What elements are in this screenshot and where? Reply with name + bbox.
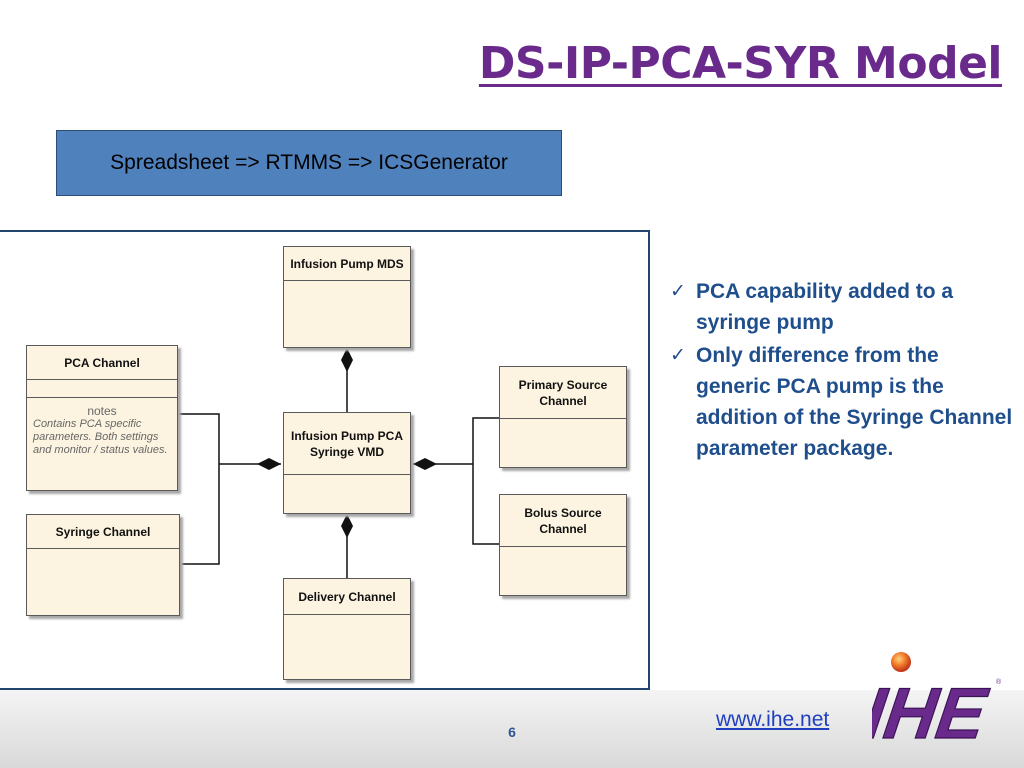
connector-left-branch xyxy=(177,413,220,565)
notes-title: notes xyxy=(87,404,117,418)
footer-band xyxy=(0,690,1024,768)
diamond-mds xyxy=(341,348,353,372)
uml-pca-channel-label: PCA Channel xyxy=(27,346,177,380)
logo-wordmark: IHE xyxy=(872,674,993,746)
uml-bolus-source-label: Bolus Source Channel xyxy=(500,495,626,547)
bullet-list: ✓ PCA capability added to a syringe pump… xyxy=(670,276,1015,466)
notes-body: Contains PCA specific parameters. Both s… xyxy=(33,418,168,456)
diamond-left xyxy=(257,458,281,470)
uml-infusion-pump-mds: Infusion Pump MDS xyxy=(283,246,411,348)
bullet-item: ✓ Only difference from the generic PCA p… xyxy=(670,340,1015,464)
diamond-delivery xyxy=(341,514,353,538)
uml-infusion-pump-pca-vmd: Infusion Pump PCA Syringe VMD xyxy=(283,412,411,514)
uml-infusion-pump-mds-label: Infusion Pump MDS xyxy=(284,247,410,281)
uml-notes: notes Contains PCA specific parameters. … xyxy=(27,400,177,457)
uml-syringe-channel-label: Syringe Channel xyxy=(27,515,179,549)
uml-primary-source-label: Primary Source Channel xyxy=(500,367,626,419)
bullet-text: Only difference from the generic PCA pum… xyxy=(696,344,1013,460)
ihe-logo: IHE ® xyxy=(872,652,1002,746)
page-number: 6 xyxy=(508,724,516,740)
uml-pca-channel: PCA Channel notes Contains PCA specific … xyxy=(26,345,178,491)
bullet-text: PCA capability added to a syringe pump xyxy=(696,280,954,334)
logo-orange-ball xyxy=(891,652,911,672)
uml-syringe-channel: Syringe Channel xyxy=(26,514,180,616)
website-link[interactable]: www.ihe.net xyxy=(716,708,830,731)
diamond-right xyxy=(413,458,437,470)
bullet-item: ✓ PCA capability added to a syringe pump xyxy=(670,276,1015,338)
uml-primary-source-channel: Primary Source Channel xyxy=(499,366,627,468)
checkmark-icon: ✓ xyxy=(670,344,686,366)
uml-delivery-channel: Delivery Channel xyxy=(283,578,411,680)
process-callout-text: Spreadsheet => RTMMS => ICSGenerator xyxy=(110,151,508,174)
uml-infusion-pump-pca-vmd-label: Infusion Pump PCA Syringe VMD xyxy=(284,413,410,475)
uml-bolus-source-channel: Bolus Source Channel xyxy=(499,494,627,596)
connector-lines xyxy=(177,348,499,580)
uml-pca-channel-divider xyxy=(27,397,177,398)
connector-right-branch xyxy=(472,417,499,545)
uml-delivery-channel-label: Delivery Channel xyxy=(284,579,410,615)
registered-mark: ® xyxy=(996,678,1002,686)
checkmark-icon: ✓ xyxy=(670,280,686,302)
process-callout: Spreadsheet => RTMMS => ICSGenerator xyxy=(56,130,562,196)
slide-title: DS-IP-PCA-SYR Model xyxy=(478,38,1003,89)
uml-diagram: Infusion Pump MDS Infusion Pump PCA Syri… xyxy=(0,230,650,690)
